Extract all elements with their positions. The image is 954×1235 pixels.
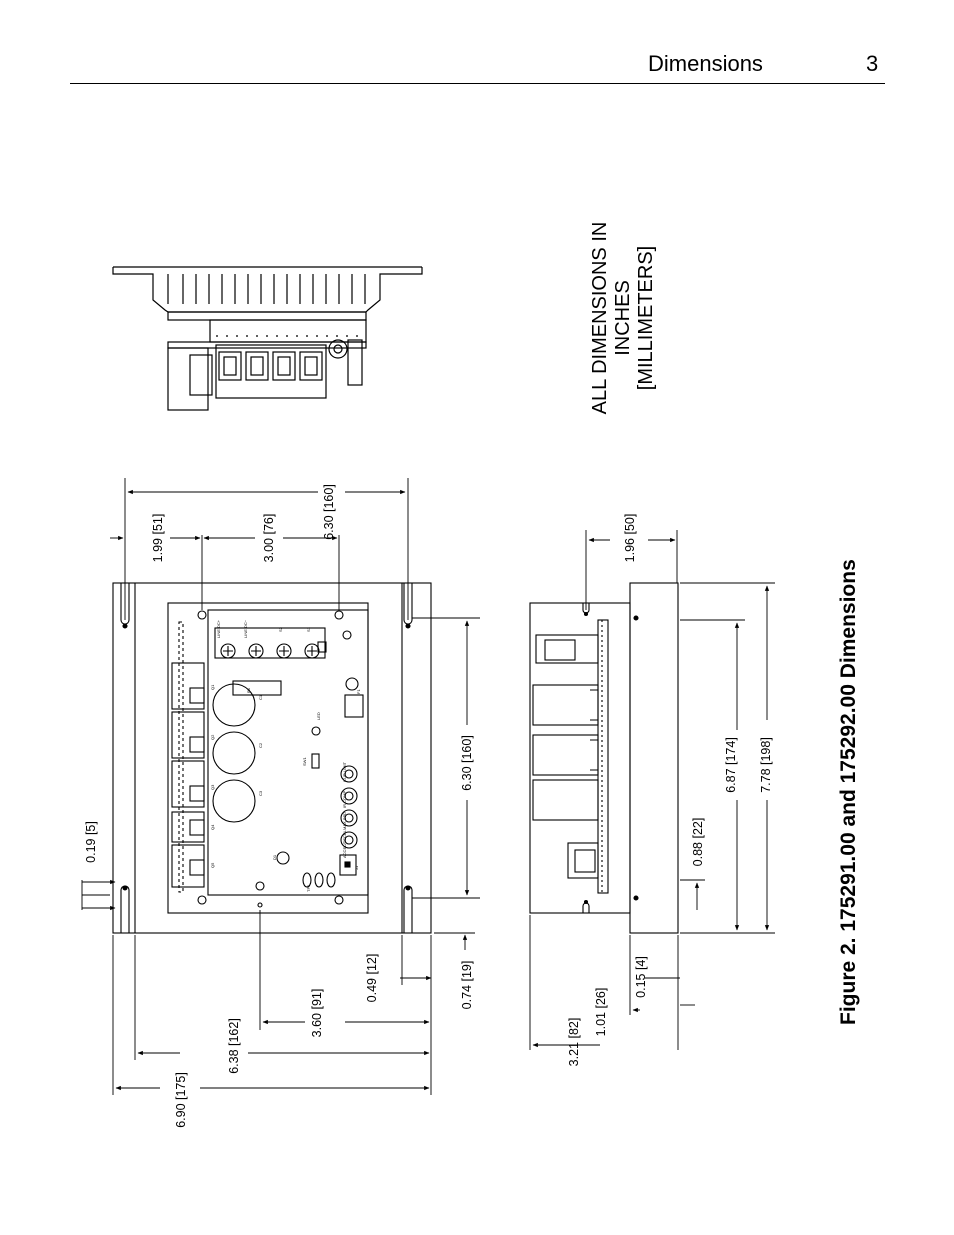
board-label-terminal-4: S1: [306, 626, 311, 632]
transistor-tabs: [171, 662, 205, 888]
board-label-pot-1: CUR LIMIT: [342, 761, 347, 782]
board-label-q3: Q3: [210, 784, 215, 790]
board-label-group: LINE DC+ LINE DC− S2 S1 CUR LIMIT IR COM…: [210, 619, 361, 892]
capacitor-3: [212, 779, 256, 823]
board-label-r1: R1: [246, 687, 251, 693]
dimension-lines: [81, 478, 775, 1095]
board-label-q1: Q1: [210, 684, 215, 690]
board-label-terminal-2: LINE DC−: [243, 619, 248, 638]
board-label-j1: J1: [354, 865, 359, 870]
dim-hole-spacing-vertical: 6.30 [160]: [460, 735, 474, 791]
board-label-pot-4: ACCEL/DECEL: [342, 829, 347, 858]
dim-edge-offset-a: 0.49 [12]: [365, 954, 379, 1003]
board-label-q2: Q2: [210, 734, 215, 740]
board-label-sw1: SW1: [302, 757, 307, 766]
units-note: ALL DIMENSIONS IN INCHES [MILLIMETERS]: [589, 222, 657, 415]
dim-total-height: 3.21 [82]: [567, 1018, 581, 1067]
capacitor-2: [212, 731, 256, 775]
page-number: 3: [866, 51, 879, 76]
dim-board-offset: 3.60 [91]: [310, 989, 324, 1038]
page-header-title: Dimensions: [648, 51, 763, 76]
dim-flange-height: 1.01 [26]: [594, 988, 608, 1037]
note-line-3: [MILLIMETERS]: [635, 246, 657, 390]
board-label-c3: C3: [258, 790, 263, 796]
dim-slot-width: 0.19 [5]: [84, 821, 98, 863]
corner-screws: [197, 610, 352, 908]
board-label-c1: C1: [258, 694, 263, 700]
board-label-led: LED: [316, 712, 321, 720]
board-label-f1: F1: [356, 689, 361, 694]
dim-hole-spacing-mid: 3.00 [76]: [262, 514, 276, 563]
dim-base-width: 6.90 [175]: [174, 1072, 188, 1128]
side-view-drawing: [529, 582, 679, 934]
dim-side-length-outer: 7.78 [198]: [759, 737, 773, 793]
capacitor-1: [212, 683, 256, 727]
board-label-q4: Q4: [210, 824, 215, 830]
board-label-q5: Q5: [210, 862, 215, 868]
note-line-2: INCHES: [612, 280, 634, 356]
board-label-d1: D1: [272, 854, 277, 860]
dim-side-depth: 0.88 [22]: [691, 818, 705, 867]
dim-side-length-inner: 6.87 [174]: [724, 737, 738, 793]
heatsink-fins: [167, 274, 366, 304]
terminal-block: [214, 627, 327, 659]
board-label-tp1: TP1: [306, 884, 311, 892]
figure-caption: Figure 2. 175291.00 and 175292.00 Dimens…: [837, 559, 860, 1025]
board-label-c2: C2: [258, 742, 263, 748]
board-label-pot-3: MAX SPD: [342, 812, 347, 830]
end-view-drawing: [112, 266, 423, 411]
dim-edge-offset-b: 0.74 [19]: [460, 961, 474, 1010]
dim-side-offset: 1.96 [50]: [623, 514, 637, 563]
trim-pots: [340, 765, 358, 849]
dim-hole-offset: 1.99 [51]: [151, 514, 165, 563]
board-label-pot-2: IR COMP: [342, 791, 347, 808]
header-rule: [70, 83, 885, 84]
board-label-terminal-1: LINE DC+: [216, 619, 221, 638]
board-label-terminal-3: S2: [278, 626, 283, 632]
note-line-1: ALL DIMENSIONS IN: [589, 222, 611, 415]
dim-flange-thickness: 0.15 [4]: [634, 956, 648, 998]
dim-hole-spacing-total: 6.30 [160]: [322, 484, 336, 540]
dim-board-width: 6.38 [162]: [227, 1018, 241, 1074]
top-view-drawing: [112, 582, 432, 934]
